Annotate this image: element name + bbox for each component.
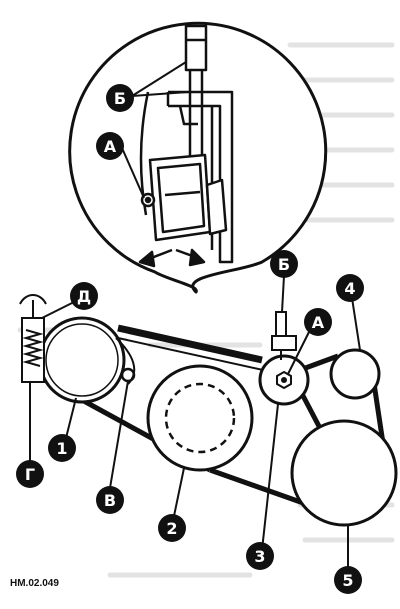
svg-text:А: А	[312, 313, 325, 332]
callout-main-v: В	[96, 486, 124, 514]
zoom-tensioner-detail	[138, 24, 234, 268]
left-bracket	[19, 294, 47, 383]
pulley-3-tensioner	[258, 354, 310, 406]
callout-num-4: 4	[336, 274, 364, 302]
svg-text:4: 4	[344, 279, 355, 298]
svg-text:Г: Г	[25, 465, 35, 484]
pulley-4-alternator	[329, 348, 381, 400]
callout-main-a: А	[304, 308, 332, 336]
callout-zoom-b: Б	[106, 84, 134, 112]
pulley-2-water-pump	[146, 364, 254, 472]
main-leaders	[29, 275, 361, 574]
svg-text:2: 2	[166, 519, 177, 538]
zoom-leaders	[121, 61, 189, 199]
svg-text:А: А	[104, 137, 117, 156]
svg-text:1: 1	[56, 439, 67, 458]
svg-text:5: 5	[342, 571, 353, 590]
svg-text:3: 3	[254, 547, 265, 566]
callout-zoom-a: А	[96, 132, 124, 160]
svg-text:Б: Б	[114, 89, 126, 108]
callout-num-1: 1	[48, 434, 76, 462]
figure-code: HM.02.049	[10, 578, 59, 589]
svg-text:Б: Б	[278, 255, 290, 274]
tensioner-adjuster	[271, 311, 297, 360]
svg-text:В: В	[104, 491, 116, 510]
callout-num-2: 2	[158, 514, 186, 542]
callout-num-3: 3	[246, 542, 274, 570]
callout-num-5: 5	[334, 566, 362, 594]
callout-main-b: Б	[270, 250, 298, 278]
guide-bolt	[115, 337, 136, 385]
svg-text:Д: Д	[77, 287, 91, 306]
callout-main-d: Д	[70, 282, 98, 310]
pulley-1-crankshaft	[38, 316, 126, 404]
callout-main-g: Г	[16, 460, 44, 488]
pulley-5-power-steering	[290, 419, 398, 527]
